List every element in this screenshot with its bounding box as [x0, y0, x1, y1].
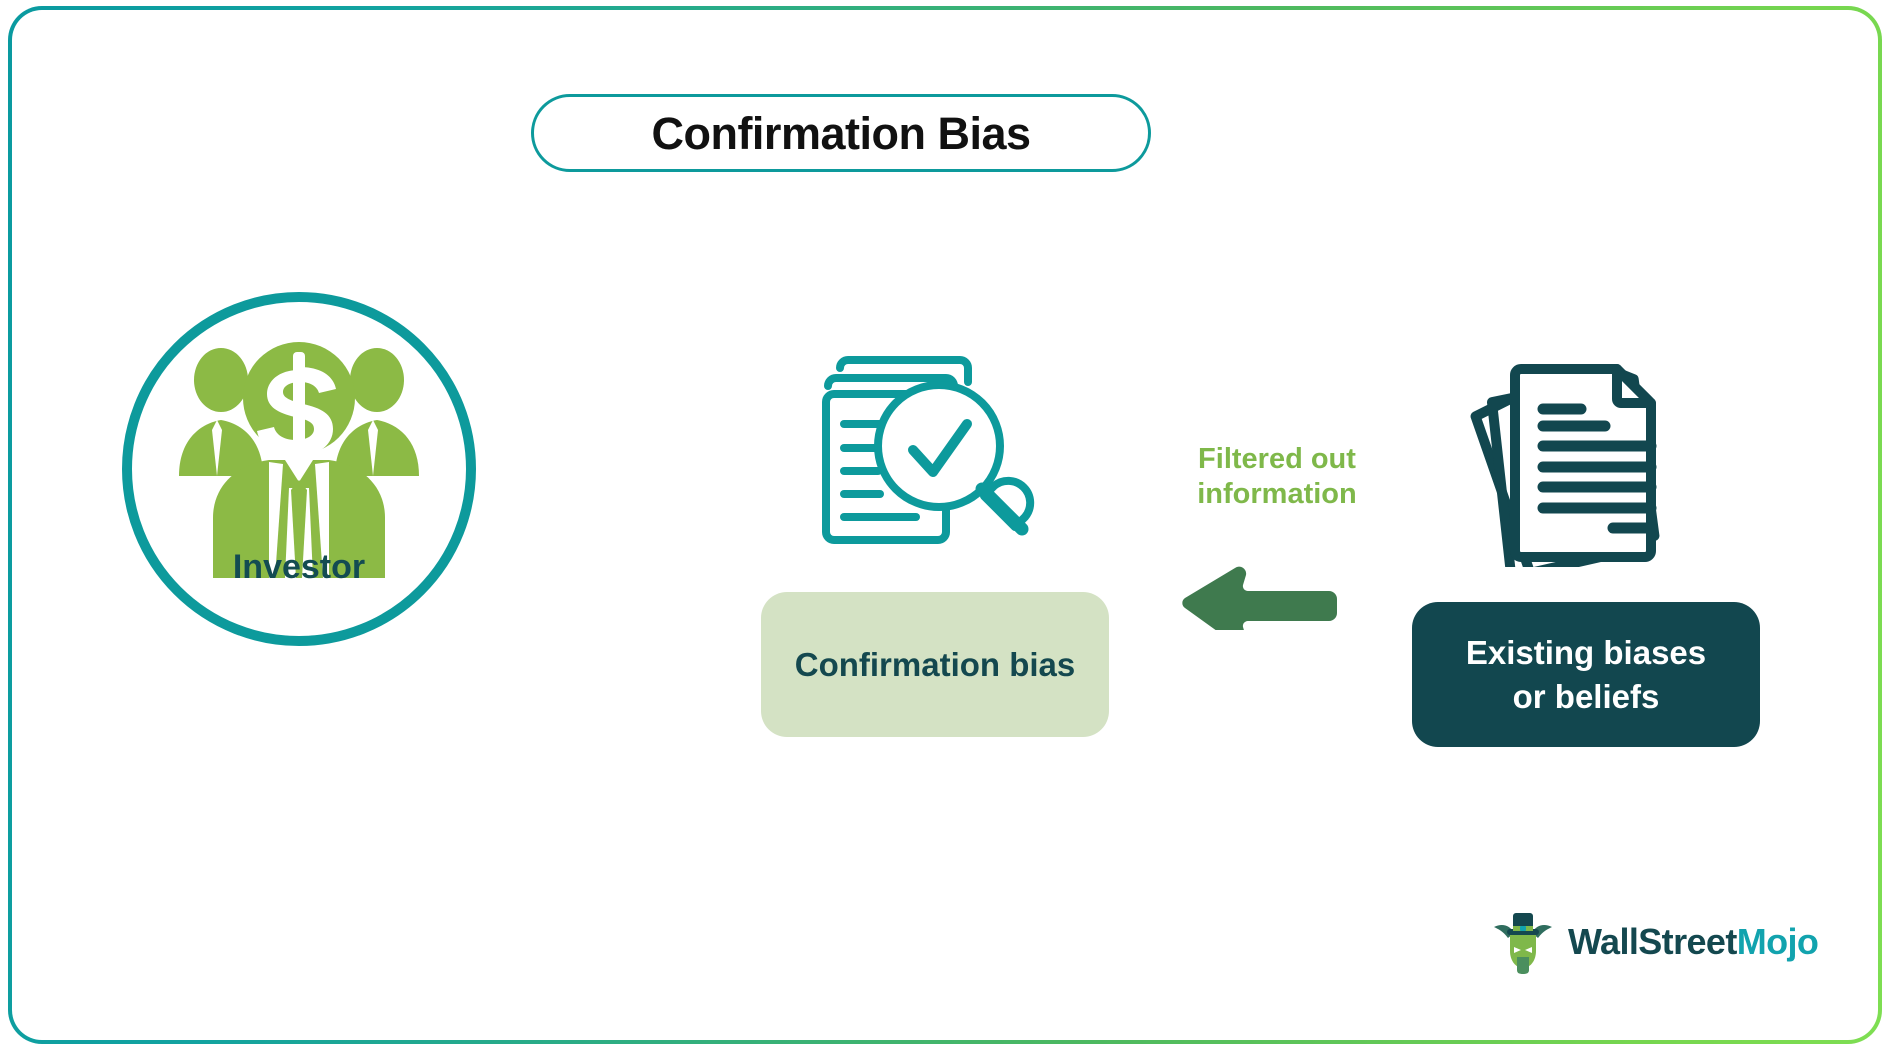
stacked-documents-icon	[1470, 364, 1660, 567]
existing-biases-line-1: Existing biases	[1465, 633, 1707, 671]
logo-wordmark: WallStreetMojo	[1568, 921, 1819, 963]
filtered-out-label: Filtered out information	[1132, 442, 1422, 513]
arrow-left-icon	[1182, 566, 1337, 630]
logo-text-primary: WallStreet	[1568, 921, 1737, 962]
investor-node: Investor	[122, 292, 476, 646]
existing-biases-line-2: or beliefs	[1512, 677, 1660, 715]
page-title-pill: Confirmation Bias	[531, 94, 1151, 172]
bull-tophat-logo-icon	[1494, 913, 1552, 974]
investor-group-dollar-icon	[179, 342, 419, 578]
existing-biases-label: Existing biases or beliefs	[1466, 631, 1706, 718]
filtered-out-line-1: Filtered out	[1198, 443, 1356, 475]
page-frame: Confirmation Bias	[8, 6, 1882, 1044]
filtered-out-line-2: information	[1197, 478, 1357, 511]
existing-biases-box: Existing biases or beliefs	[1412, 602, 1760, 747]
wallstreetmojo-logo: WallStreetMojo	[1490, 906, 1819, 978]
investor-label: Investor	[232, 548, 366, 586]
logo-text-accent: Mojo	[1736, 921, 1819, 962]
confirmation-bias-box: Confirmation bias	[761, 592, 1109, 737]
confirmation-bias-label: Confirmation bias	[794, 645, 1076, 683]
page-canvas: Confirmation Bias	[12, 10, 1878, 1040]
document-magnifier-check-icon	[822, 356, 1035, 544]
page-title: Confirmation Bias	[651, 107, 1031, 159]
